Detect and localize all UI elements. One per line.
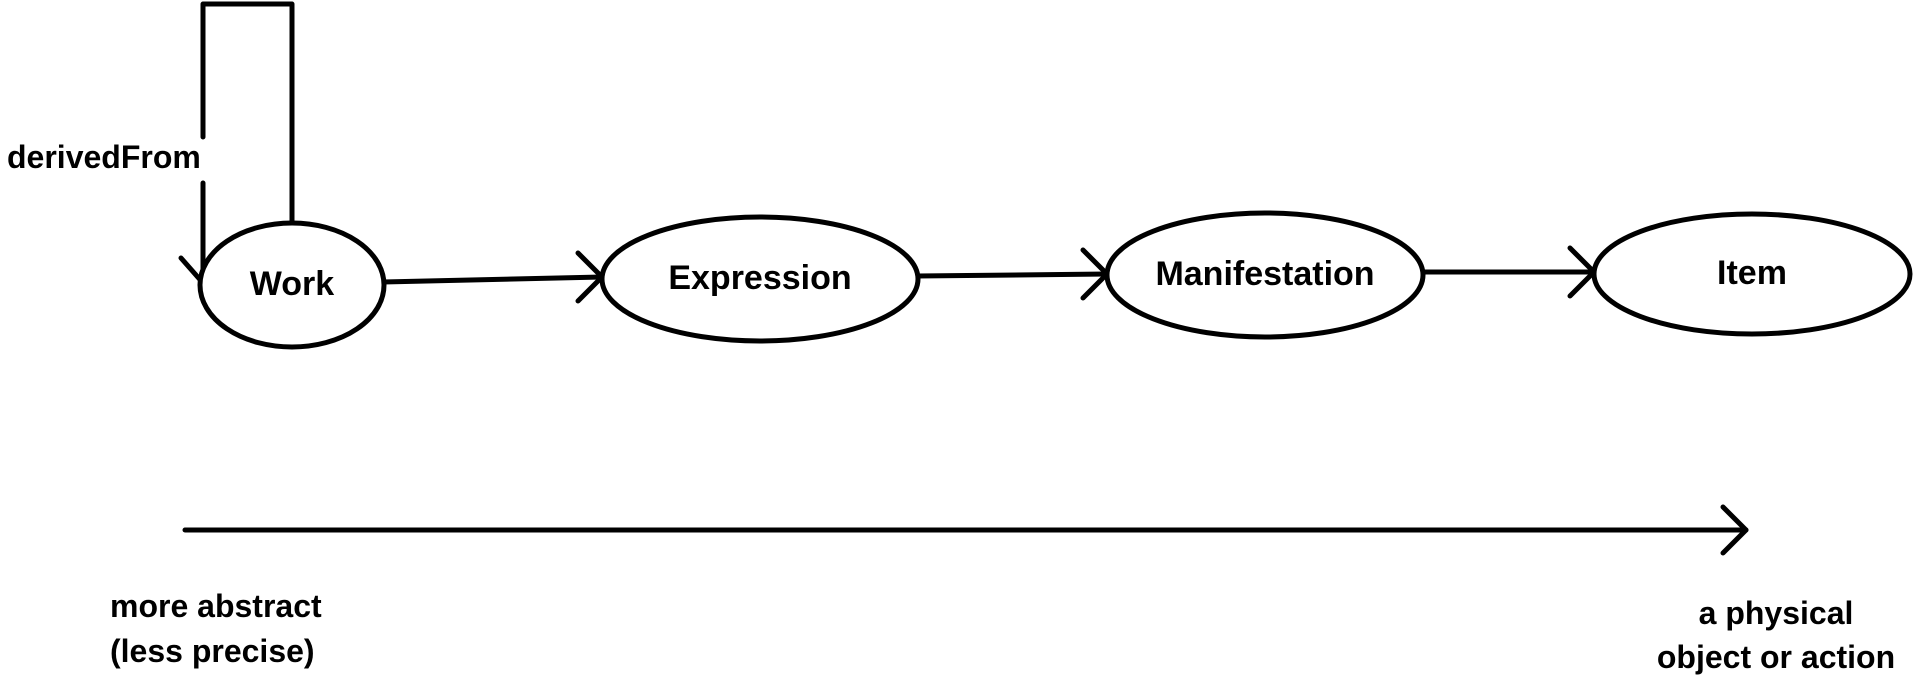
node-item-label: Item (1717, 254, 1787, 292)
node-expression-label: Expression (668, 259, 851, 297)
node-manifestation-shape (1104, 210, 1426, 340)
scale-right-label-line2: object or action (1657, 639, 1895, 675)
scale-left-label-line1: more abstract (110, 588, 322, 624)
relation-arrows (380, 245, 1597, 304)
node-work: Work (197, 220, 387, 350)
node-item-shape (1591, 211, 1913, 337)
derived-from-loop-line (200, 1, 295, 225)
abstraction-scale: more abstract (less precise) a physical … (110, 504, 1895, 675)
node-work-label: Work (250, 265, 334, 303)
node-work-shape (197, 220, 387, 350)
node-manifestation: Manifestation (1104, 210, 1426, 340)
node-expression-shape (599, 214, 921, 344)
arrow-expression-to-manifestation (914, 271, 1110, 279)
derived-from-label: derivedFrom (7, 139, 201, 175)
node-manifestation-label: Manifestation (1155, 255, 1374, 293)
derived-from-loop: derivedFrom (7, 1, 295, 286)
scale-right-label-line1: a physical (1699, 595, 1854, 631)
scale-left-label-line2: (less precise) (110, 633, 315, 669)
node-expression: Expression (599, 214, 921, 344)
arrow-work-to-expression (380, 274, 605, 285)
node-item: Item (1591, 211, 1913, 337)
scale-axis-arrowhead (1720, 504, 1749, 556)
